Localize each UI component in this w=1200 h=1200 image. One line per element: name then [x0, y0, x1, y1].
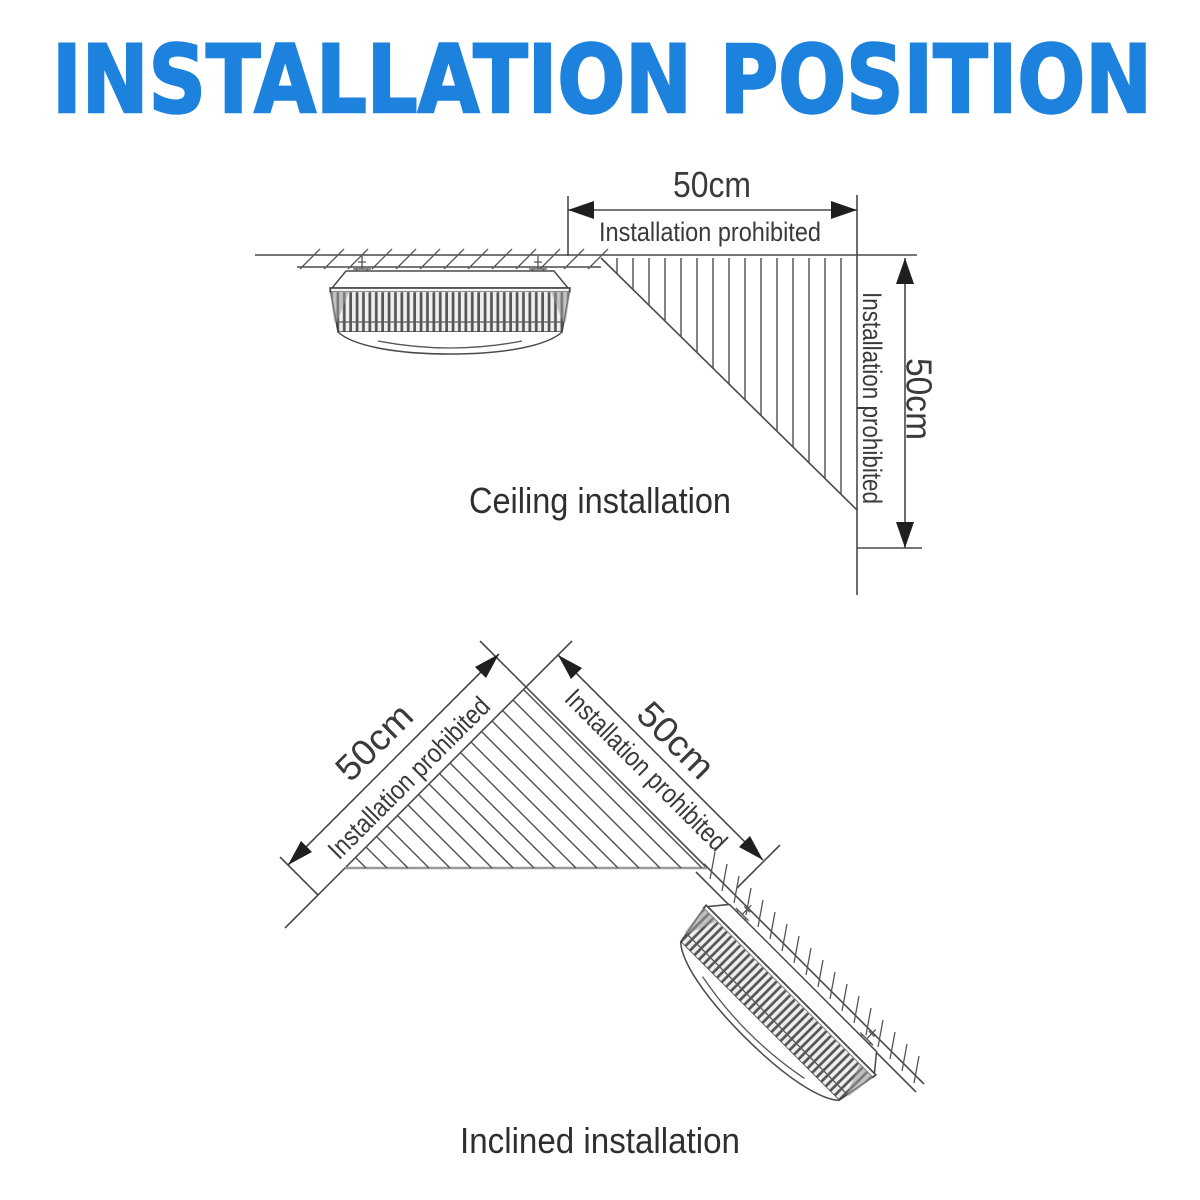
vertical-dimension: Installation prohibited 50cm: [857, 258, 940, 549]
arrowhead-up-icon: [896, 258, 914, 284]
arrowhead-upleft-icon: [558, 655, 582, 679]
page-title: INSTALLATION POSITION: [52, 26, 1152, 135]
ceiling-caption: Ceiling installation: [469, 480, 731, 521]
prohibited-zone-hatch: [284, 640, 708, 929]
dimension-label: 50cm: [899, 358, 940, 440]
ceiling-hatch-ticks: [299, 248, 609, 270]
horizontal-dimension: 50cm Installation prohibited: [567, 164, 857, 256]
arrowhead-left-icon: [568, 201, 594, 219]
surface-hatch-ticks: [709, 851, 920, 1084]
smoke-detector-icon: [329, 255, 571, 355]
ceiling-diagram: 50cm Installation prohibited Installatio…: [255, 164, 940, 595]
arrowhead-downleft-icon: [288, 841, 312, 865]
arrowhead-downright-icon: [739, 836, 763, 860]
inclined-diagram: 50cm Installation prohibited 50cm Instal…: [279, 640, 925, 1161]
right-slope-dimension: 50cm Installation prohibited: [557, 654, 781, 889]
ceiling-structure: [255, 248, 917, 270]
prohibited-note: Installation prohibited: [599, 217, 821, 247]
dimension-label: 50cm: [673, 164, 751, 205]
arrowhead-upright-icon: [475, 654, 499, 678]
smoke-detector-icon: [658, 881, 900, 1123]
inclined-caption: Inclined installation: [460, 1120, 740, 1161]
arrowhead-right-icon: [831, 201, 857, 219]
left-slope-dimension: 50cm Installation prohibited: [279, 653, 500, 896]
arrowhead-down-icon: [896, 522, 914, 548]
prohibited-note: Installation prohibited: [857, 292, 887, 504]
prohibited-zone-hatch: [600, 195, 858, 595]
